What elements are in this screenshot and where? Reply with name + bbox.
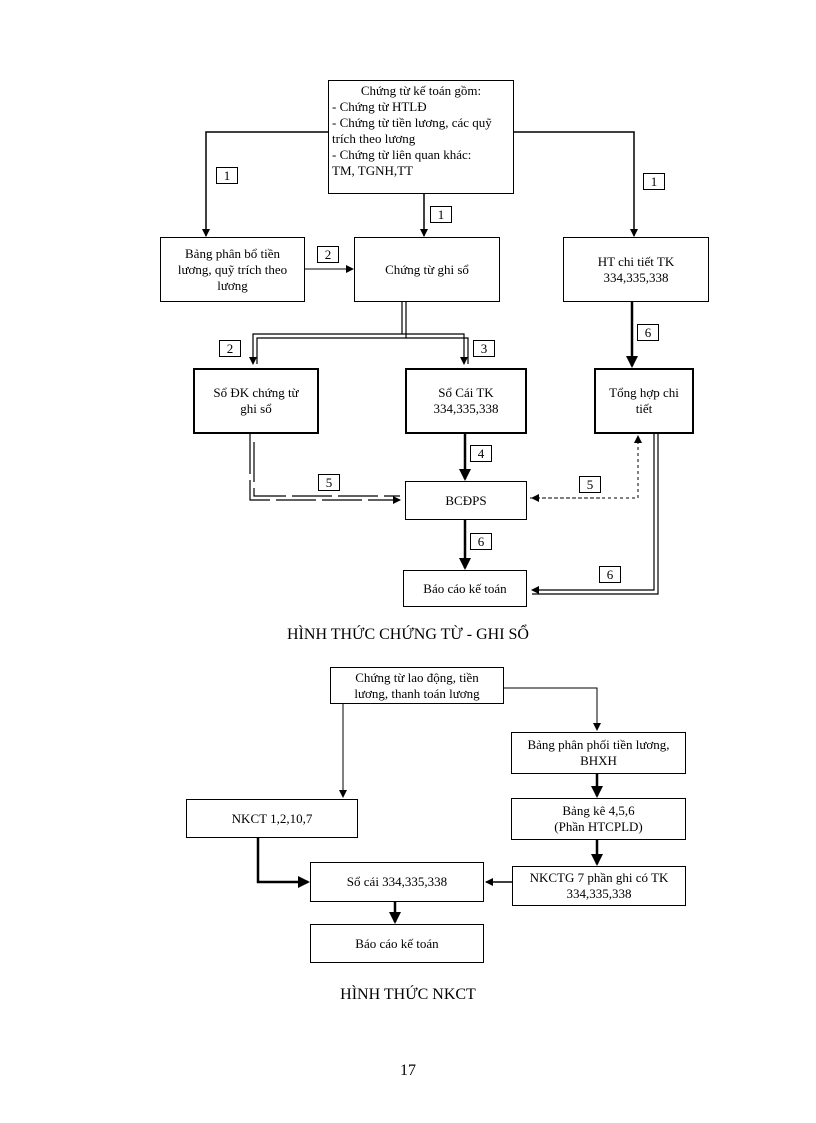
- d1-allocation-label: Bảng phân bổ tiền lương, quỹ trích theo …: [177, 245, 288, 293]
- d1-step-label: 6: [470, 533, 492, 550]
- d1-ledger-box: Sổ Cái TK 334,335,338: [405, 368, 527, 434]
- d2-nkctg-box: NKCTG 7 phần ghi có TK 334,335,338: [512, 866, 686, 906]
- d1-register-label: Sổ ĐK chứng từ ghi sổ: [213, 385, 299, 416]
- d2-report-box: Báo cáo kế toán: [310, 924, 484, 963]
- d1-source-title: Chứng từ kế toán gồm:: [360, 83, 482, 98]
- d1-register-box: Sổ ĐK chứng từ ghi sổ: [193, 368, 319, 434]
- d1-summary-label: Tổng hợp chi tiết: [609, 385, 679, 416]
- d2-listing-label: Bảng kê 4,5,6: [562, 803, 635, 818]
- d2-listing-label: (Phần HTCPLD): [554, 819, 643, 834]
- d1-step-label: 6: [599, 566, 621, 583]
- d1-step-label: 2: [317, 246, 339, 263]
- d1-arrow-register-trial: [249, 434, 401, 504]
- d2-nkctg-label: NKCTG 7 phần ghi có TK 334,335,338: [529, 870, 669, 901]
- d1-source-line: - Chứng từ tiền lương, các quỹ: [332, 115, 492, 130]
- d1-step-label: 5: [579, 476, 601, 493]
- d1-source-box: Chứng từ kế toán gồm: - Chứng từ HTLĐ - …: [328, 80, 514, 194]
- d1-caption: HÌNH THỨC CHỨNG TỪ - GHI SỔ: [287, 626, 529, 643]
- d1-voucher-box: Chứng từ ghi sổ: [354, 237, 500, 302]
- d1-source-line: - Chứng từ liên quan khác:: [332, 147, 472, 162]
- d1-step-label: 3: [473, 340, 495, 357]
- d2-report-label: Báo cáo kế toán: [355, 935, 439, 951]
- d1-source-line: trích theo lương: [332, 131, 416, 146]
- d1-trial-label: BCĐPS: [445, 492, 487, 508]
- d1-summary-box: Tổng hợp chi tiết: [594, 368, 694, 434]
- page-number: 17: [400, 1062, 416, 1079]
- d1-step-label: 2: [219, 340, 241, 357]
- d1-arrow-trial-summary: [530, 435, 642, 499]
- d2-arrow-nkct-ledger: [256, 838, 310, 888]
- d1-trial-box: BCĐPS: [405, 481, 527, 520]
- d2-ledger-box: Sổ cái 334,335,338: [310, 862, 484, 902]
- d1-step-label: 4: [470, 445, 492, 462]
- d1-step-label: 1: [430, 206, 452, 223]
- d1-step-label: 5: [318, 474, 340, 491]
- d2-source-label: Chứng từ lao động, tiền lương, thanh toá…: [354, 669, 480, 701]
- d1-voucher-label: Chứng từ ghi sổ: [385, 261, 469, 277]
- d2-distribution-box: Bảng phân phối tiền lương, BHXH: [511, 732, 686, 774]
- d1-allocation-box: Bảng phân bổ tiền lương, quỹ trích theo …: [160, 237, 305, 302]
- d1-detail-box: HT chi tiết TK 334,335,338: [563, 237, 709, 302]
- d1-source-line: TM, TGNH,TT: [332, 163, 414, 178]
- d1-detail-label: HT chi tiết TK 334,335,338: [597, 253, 675, 285]
- d2-source-box: Chứng từ lao động, tiền lương, thanh toá…: [330, 667, 504, 704]
- d1-ledger-label: Sổ Cái TK 334,335,338: [433, 385, 499, 416]
- d2-arrow-src-right: [504, 687, 601, 731]
- d1-report-box: Báo cáo kế toán: [403, 570, 527, 607]
- d1-source-line: - Chứng từ HTLĐ: [332, 99, 427, 114]
- d2-ledger-label: Sổ cái 334,335,338: [346, 874, 448, 889]
- d2-nkct-box: NKCT 1,2,10,7: [186, 799, 358, 838]
- d1-arrow-voucher-split: [249, 302, 469, 365]
- d2-nkct-label: NKCT 1,2,10,7: [231, 810, 313, 826]
- d1-step-label: 1: [216, 167, 238, 184]
- d1-arrow-summary-report: [531, 434, 659, 595]
- d1-report-label: Báo cáo kế toán: [423, 580, 507, 596]
- d2-caption: HÌNH THỨC NKCT: [340, 986, 476, 1003]
- d1-arrow-src-right: [514, 131, 638, 237]
- d1-step-label: 1: [643, 173, 665, 190]
- d1-arrow-src-left: [202, 131, 328, 237]
- d2-distribution-label: Bảng phân phối tiền lương, BHXH: [527, 737, 670, 768]
- d2-listing-box: Bảng kê 4,5,6 (Phần HTCPLD): [511, 798, 686, 840]
- d1-step-label: 6: [637, 324, 659, 341]
